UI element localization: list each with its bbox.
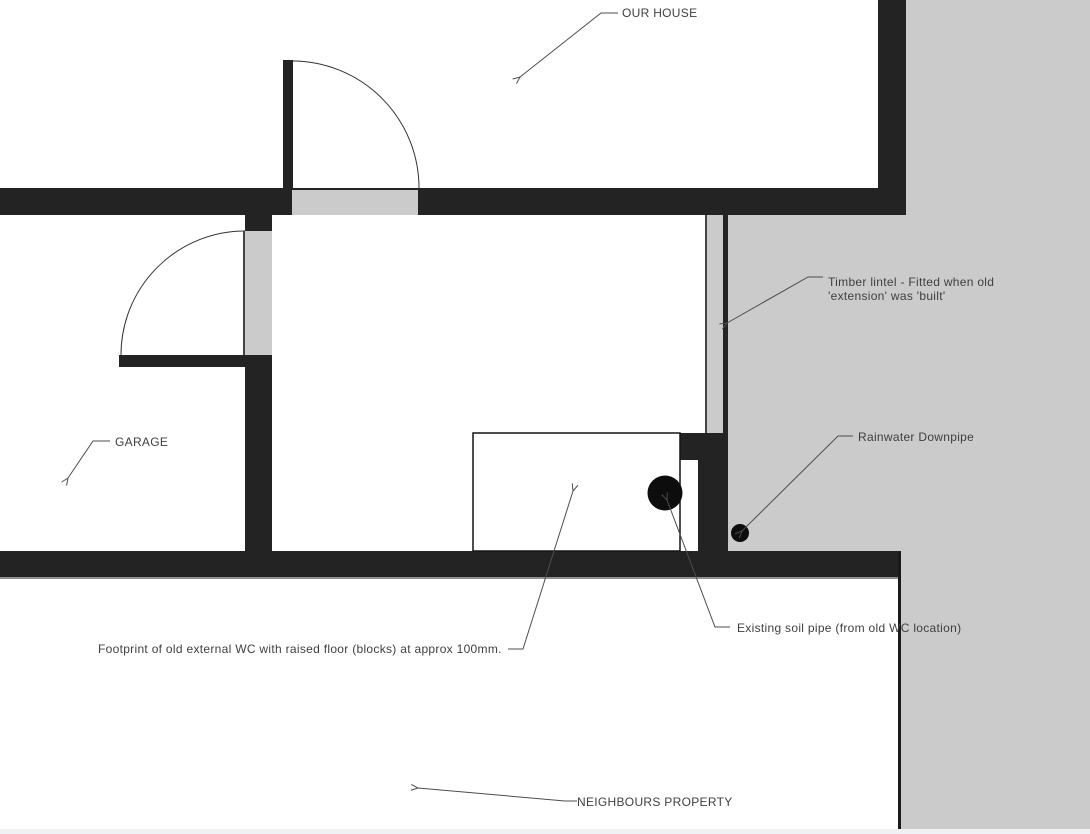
wall-garage-door-post [245,215,272,231]
label-timber-lintel-line2: 'extension' was 'built' [828,289,945,303]
bottom-edge-strip [0,829,1090,834]
wall-house-bottom [0,188,906,215]
leader-wc-footprint [508,491,573,650]
leader-soil-pipe [667,500,730,628]
neighbour-area-middle-right [728,215,1090,551]
door-opening-house [292,190,418,215]
wall-old-wc-return-vertical [698,460,723,551]
wall-old-wc-return-horizontal [679,433,723,460]
wall-garage-partition [245,355,272,551]
boundary-line-under-wall [0,577,898,579]
label-soil-pipe: Existing soil pipe (from old WC location… [737,621,961,635]
wall-extension-bottom [0,551,898,577]
label-garage: GARAGE [115,435,168,449]
wall-extension-right-edge [723,215,728,551]
label-timber-lintel-line1: Timber lintel - Fitted when old [828,275,994,289]
timber-lintel-strip [707,215,723,433]
door-leaf-house [283,60,293,189]
label-neighbours-property: NEIGHBOURS PROPERTY [577,795,733,809]
leader-rainwater-downpipe [742,435,853,531]
neighbour-area-top-right [906,0,1090,215]
leader-garage [68,440,110,478]
door-swing-arc-house [292,60,420,189]
label-our-house: OUR HOUSE [622,6,697,20]
leader-our-house [520,12,618,77]
property-boundary-line [898,551,901,829]
label-rainwater-downpipe: Rainwater Downpipe [858,430,974,444]
door-opening-garage [245,231,272,355]
label-wc-footprint: Footprint of old external WC with raised… [98,642,502,656]
leader-timber-lintel [727,276,823,323]
neighbour-area-bottom-right [901,551,1090,834]
wall-house-right [878,0,906,215]
door-swing-arc-garage [120,230,246,356]
garage-opening-edge-line [243,231,245,355]
timber-lintel-edge-line [705,215,707,433]
leader-neighbours-property [418,788,577,802]
door-leaf-garage [119,355,245,367]
soil-pipe-circle [647,475,683,511]
